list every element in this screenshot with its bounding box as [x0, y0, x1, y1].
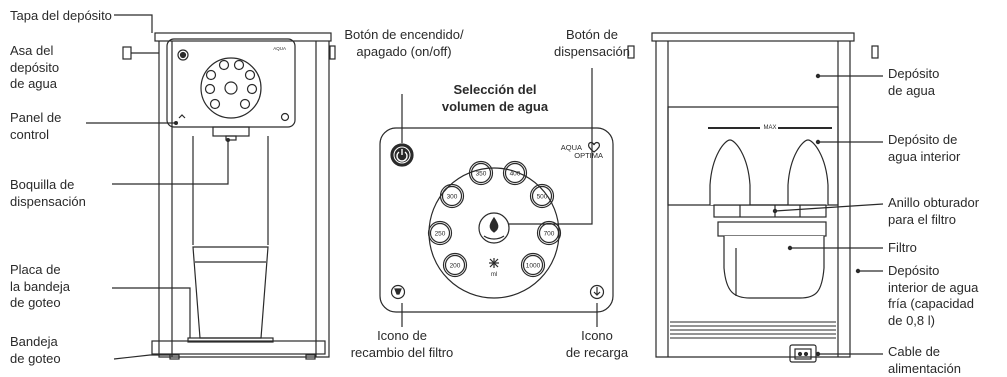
label-filtro: Filtro — [888, 240, 917, 255]
volume-label-250: 250 — [435, 231, 446, 238]
max-mark: MAX — [763, 125, 776, 131]
volume-button-200: 200 — [442, 252, 468, 278]
drip-tray-plate — [187, 337, 274, 343]
volume-label-1000: 1000 — [526, 263, 541, 270]
brand-small: AQUA — [273, 46, 286, 51]
dispense-button — [478, 212, 510, 244]
refill-icon — [589, 284, 605, 300]
volume-button-300: 300 — [439, 183, 465, 209]
volume-button-400: 400 — [502, 160, 528, 186]
volume-button-250: 250 — [427, 220, 453, 246]
volume-label-350: 350 — [476, 171, 487, 178]
volume-button-700: 700 — [536, 220, 562, 246]
volume-label-200: 200 — [450, 263, 461, 270]
cone-left — [709, 139, 751, 205]
grill — [670, 321, 836, 339]
brand-line2: OPTIMA — [574, 151, 603, 160]
left-handle — [122, 46, 132, 60]
cold-icon — [489, 258, 499, 268]
center-leader-lines — [401, 68, 598, 327]
volume-button-350: 350 — [468, 160, 494, 186]
filter — [723, 236, 825, 299]
volume-label-400: 400 — [510, 171, 521, 178]
filter-icon — [390, 284, 406, 300]
label-tapa: Tapa del depósito — [10, 8, 112, 23]
section-view-dispenser — [627, 32, 879, 363]
drip-tray — [151, 340, 326, 355]
panel-frame — [379, 127, 614, 313]
volume-label-300: 300 — [447, 194, 458, 201]
volume-label-500: 500 — [537, 194, 548, 201]
cup — [192, 246, 269, 339]
brand-line1: AQUA — [561, 143, 582, 152]
volume-button-500: 500 — [529, 183, 555, 209]
unit-label: ml — [491, 272, 497, 278]
front-view-dispenser — [122, 32, 336, 360]
left-leader-lines — [86, 14, 229, 360]
cone-right — [787, 139, 829, 205]
inner-reservoir — [667, 106, 839, 206]
label-boton-encendido: Botón de encendido/apagado (on/off) — [344, 27, 464, 59]
dispenser-body — [158, 41, 330, 358]
volume-label-700: 700 — [544, 231, 555, 238]
control-panel-small — [166, 38, 296, 128]
volume-button-1000: 1000 — [520, 252, 546, 278]
reservoir-lid — [154, 32, 332, 42]
section-lid — [651, 32, 855, 42]
right-leader-lines — [774, 75, 884, 355]
sealing-ring — [713, 204, 827, 218]
